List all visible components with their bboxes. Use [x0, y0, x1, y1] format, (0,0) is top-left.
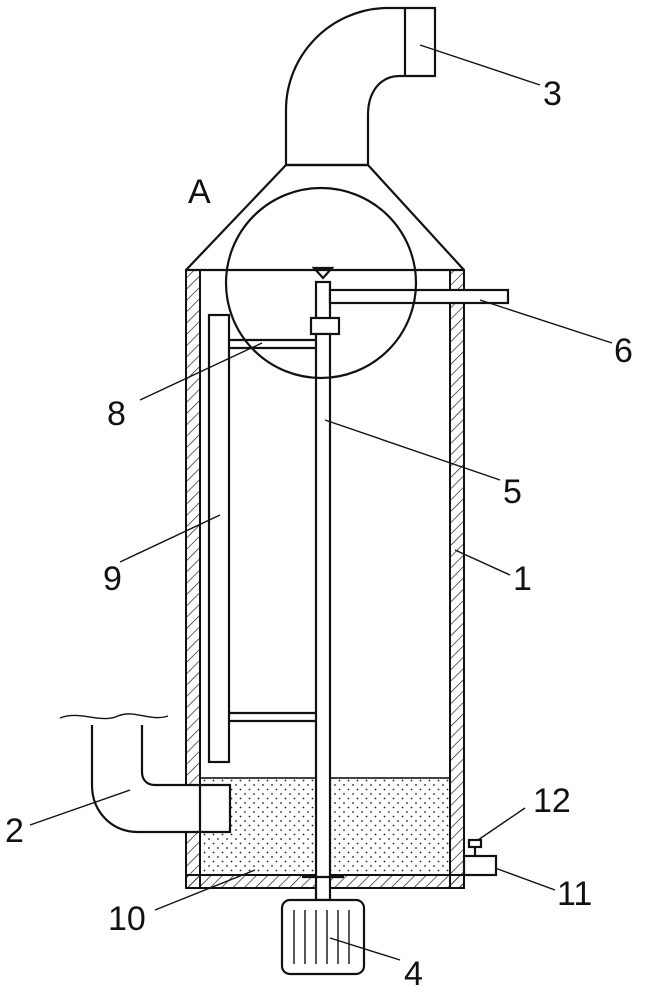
drain-valve [467, 838, 483, 856]
exhaust-elbow-pipe [284, 6, 437, 167]
motor [280, 898, 366, 976]
label-6: 6 [614, 332, 633, 370]
label-4: 4 [404, 955, 423, 993]
inner-plate [207, 313, 316, 764]
label-3: 3 [543, 75, 562, 113]
label-9: 9 [103, 560, 122, 598]
label-5: 5 [503, 473, 522, 511]
conical-hood [185, 163, 465, 272]
label-1: 1 [513, 560, 532, 598]
drain-outlet [462, 854, 498, 877]
label-a: A [188, 173, 211, 211]
label-8: 8 [107, 395, 126, 433]
inlet-elbow-pipe [59, 713, 232, 834]
label-11: 11 [557, 875, 592, 913]
detail-circle-a [224, 186, 418, 380]
leader-lines [29, 44, 613, 961]
spray-pipe [311, 266, 510, 305]
label-12: 12 [533, 782, 571, 820]
label-2: 2 [5, 812, 24, 850]
label-10: 10 [108, 900, 146, 938]
